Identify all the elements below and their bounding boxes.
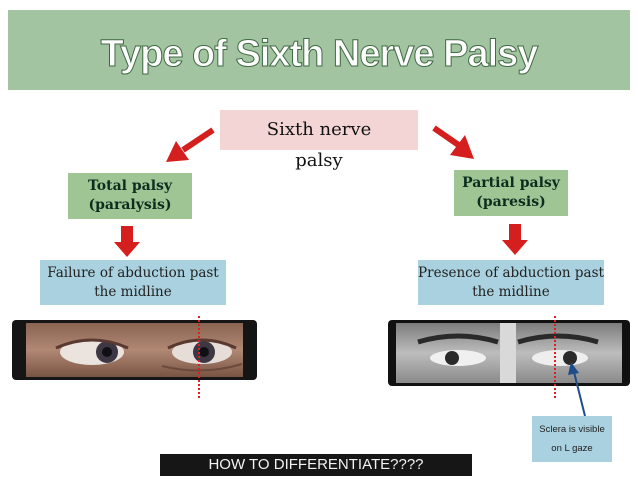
total-finding-line2: the midline — [94, 284, 172, 300]
total-finding-line1: Failure of abduction past — [47, 265, 219, 281]
partial-palsy-line1: Partial palsy — [462, 175, 560, 191]
partial-palsy-line2: (paresis) — [476, 194, 546, 210]
root-box-sixth-nerve-palsy: Sixth nerve — [220, 110, 418, 150]
title-band: Type of Sixth Nerve Palsy — [8, 10, 630, 90]
sclera-callout: Sclera is visible on L gaze — [532, 416, 612, 462]
differentiate-question: HOW TO DIFFERENTIATE???? — [160, 454, 472, 476]
total-palsy-line1: Total palsy — [87, 178, 173, 194]
total-palsy-box: Total palsy (paralysis) — [68, 173, 192, 219]
total-palsy-line2: (paralysis) — [88, 197, 172, 213]
arrow-partial-to-finding — [502, 224, 528, 255]
partial-finding-line2: the midline — [472, 284, 550, 300]
partial-finding-line1: Presence of abduction past — [418, 265, 604, 281]
root-box-line2: palsy — [295, 150, 343, 171]
sclera-callout-line1: Sclera is visible — [539, 424, 605, 435]
arrow-total-to-finding — [114, 226, 140, 257]
arrow-root-to-partial — [432, 125, 474, 159]
arrow-root-to-total — [166, 127, 215, 162]
total-finding-box: Failure of abduction past the midline — [40, 260, 226, 305]
root-box-line1: Sixth nerve — [266, 119, 372, 140]
partial-finding-box: Presence of abduction past the midline — [418, 260, 604, 305]
eyes-photo-total-palsy — [12, 320, 257, 380]
sclera-callout-line2: on L gaze — [551, 443, 593, 454]
sclera-pointer-arrow — [568, 362, 586, 417]
slide-title: Type of Sixth Nerve Palsy — [100, 33, 539, 75]
eyes-photo-partial-palsy — [388, 320, 630, 386]
partial-palsy-box: Partial palsy (paresis) — [454, 170, 568, 216]
